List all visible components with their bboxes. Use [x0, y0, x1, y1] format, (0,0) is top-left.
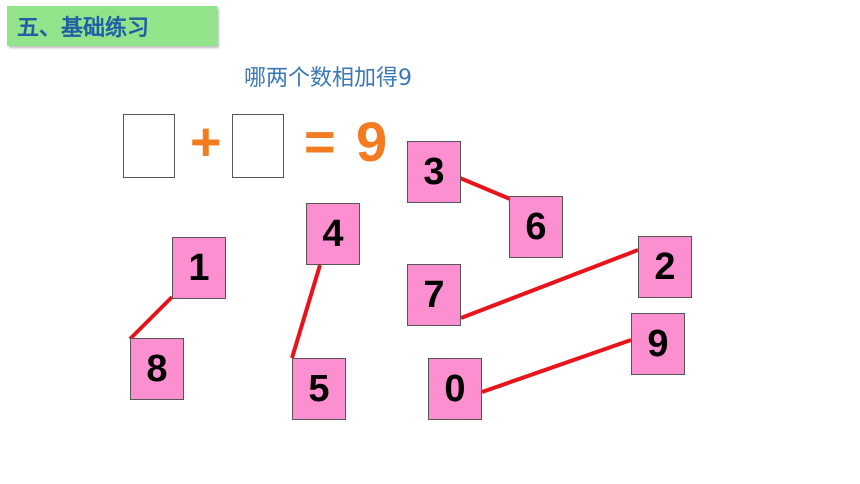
number-card-0[interactable]: 0 [428, 358, 482, 420]
equals-sign: = [304, 112, 336, 172]
number-card-4[interactable]: 4 [306, 203, 360, 265]
equation-result: 9 [356, 110, 388, 173]
answer-box-2[interactable] [232, 114, 284, 178]
connection-line-4-5 [290, 264, 322, 359]
connection-line-1-8 [128, 295, 174, 341]
number-card-7[interactable]: 7 [407, 264, 461, 326]
number-card-2[interactable]: 2 [638, 236, 692, 298]
number-card-9[interactable]: 9 [631, 313, 685, 375]
question-text: 哪两个数相加得9 [244, 66, 412, 91]
connection-line-7-2 [460, 248, 639, 320]
connection-line-0-9 [481, 338, 632, 394]
answer-box-1[interactable] [123, 114, 175, 178]
number-card-6[interactable]: 6 [509, 196, 563, 258]
number-card-8[interactable]: 8 [130, 338, 184, 400]
number-card-3[interactable]: 3 [407, 141, 461, 203]
number-card-5[interactable]: 5 [292, 358, 346, 420]
plus-sign: + [190, 112, 222, 172]
connection-line-3-6 [459, 176, 511, 201]
number-card-1[interactable]: 1 [172, 237, 226, 299]
section-title: 五、基础练习 [7, 6, 217, 46]
